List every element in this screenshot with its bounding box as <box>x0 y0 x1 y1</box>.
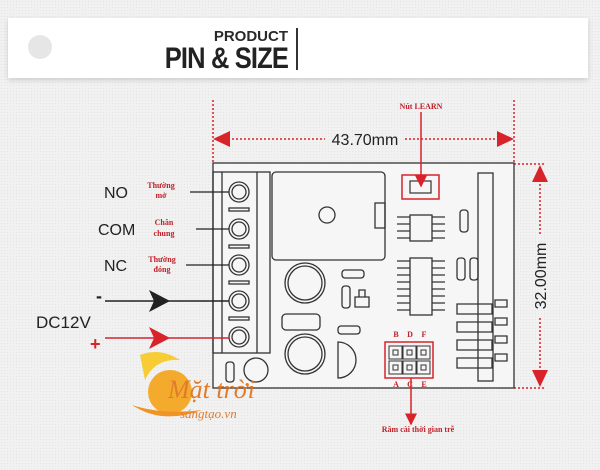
learn-button-callout: Nút LEARN <box>400 102 443 200</box>
jumper-label-f: F <box>422 330 427 339</box>
pin-com-label: COM <box>98 222 135 239</box>
power-input: - DC12V + <box>36 286 229 354</box>
pin-nc-label: NC <box>104 258 127 275</box>
header-divider <box>296 28 298 70</box>
learn-button-label: Nút LEARN <box>400 102 443 111</box>
jumper-caption: Râm cài thời gian trễ <box>382 425 455 434</box>
jumper-label-b: B <box>393 330 399 339</box>
jumper-label-a: A <box>393 380 399 389</box>
watermark-line2: sángtạo.vn <box>180 406 237 421</box>
jumper-label-d: D <box>407 330 413 339</box>
pin-labels: NO COM NC Thường mở Chân chung Thường đó… <box>98 181 229 275</box>
terminal-block <box>212 171 271 354</box>
minus-sign: - <box>96 286 102 306</box>
header-subtitle: PRODUCT <box>213 28 288 45</box>
delay-jumper: B D F A C E Râm cài thời gian trễ <box>382 330 455 434</box>
capacitors <box>284 262 326 375</box>
ic-16pin <box>397 257 445 316</box>
pin-com-note-2: chung <box>154 229 175 238</box>
relay <box>271 171 386 261</box>
header-title: PIN & SIZE <box>164 42 289 75</box>
height-label: 32.00mm <box>533 243 550 310</box>
watermark-line1: Mặt trời <box>167 375 255 404</box>
pin-no-note-2: mở <box>155 191 167 200</box>
ic-8pin <box>397 214 445 242</box>
jumper-label-c: C <box>407 380 413 389</box>
pin-nc-note-1: Thường <box>148 255 175 264</box>
rf-module-header <box>456 172 508 382</box>
pin-no-label: NO <box>104 185 128 202</box>
width-label: 43.70mm <box>332 132 399 149</box>
plus-sign: + <box>90 334 101 354</box>
header-banner: PRODUCT PIN & SIZE <box>8 18 588 78</box>
pin-no-note-1: Thường <box>147 181 174 190</box>
jumper-label-e: E <box>421 380 426 389</box>
width-dimension <box>212 100 545 389</box>
pin-com-note-1: Chân <box>155 218 174 227</box>
watermark-logo: Mặt trời sángtạo.vn <box>132 351 255 421</box>
pin-nc-note-2: đóng <box>154 265 171 274</box>
brand-logo-icon <box>28 35 52 59</box>
dc12v-label: DC12V <box>36 313 91 332</box>
small-components <box>225 209 479 383</box>
